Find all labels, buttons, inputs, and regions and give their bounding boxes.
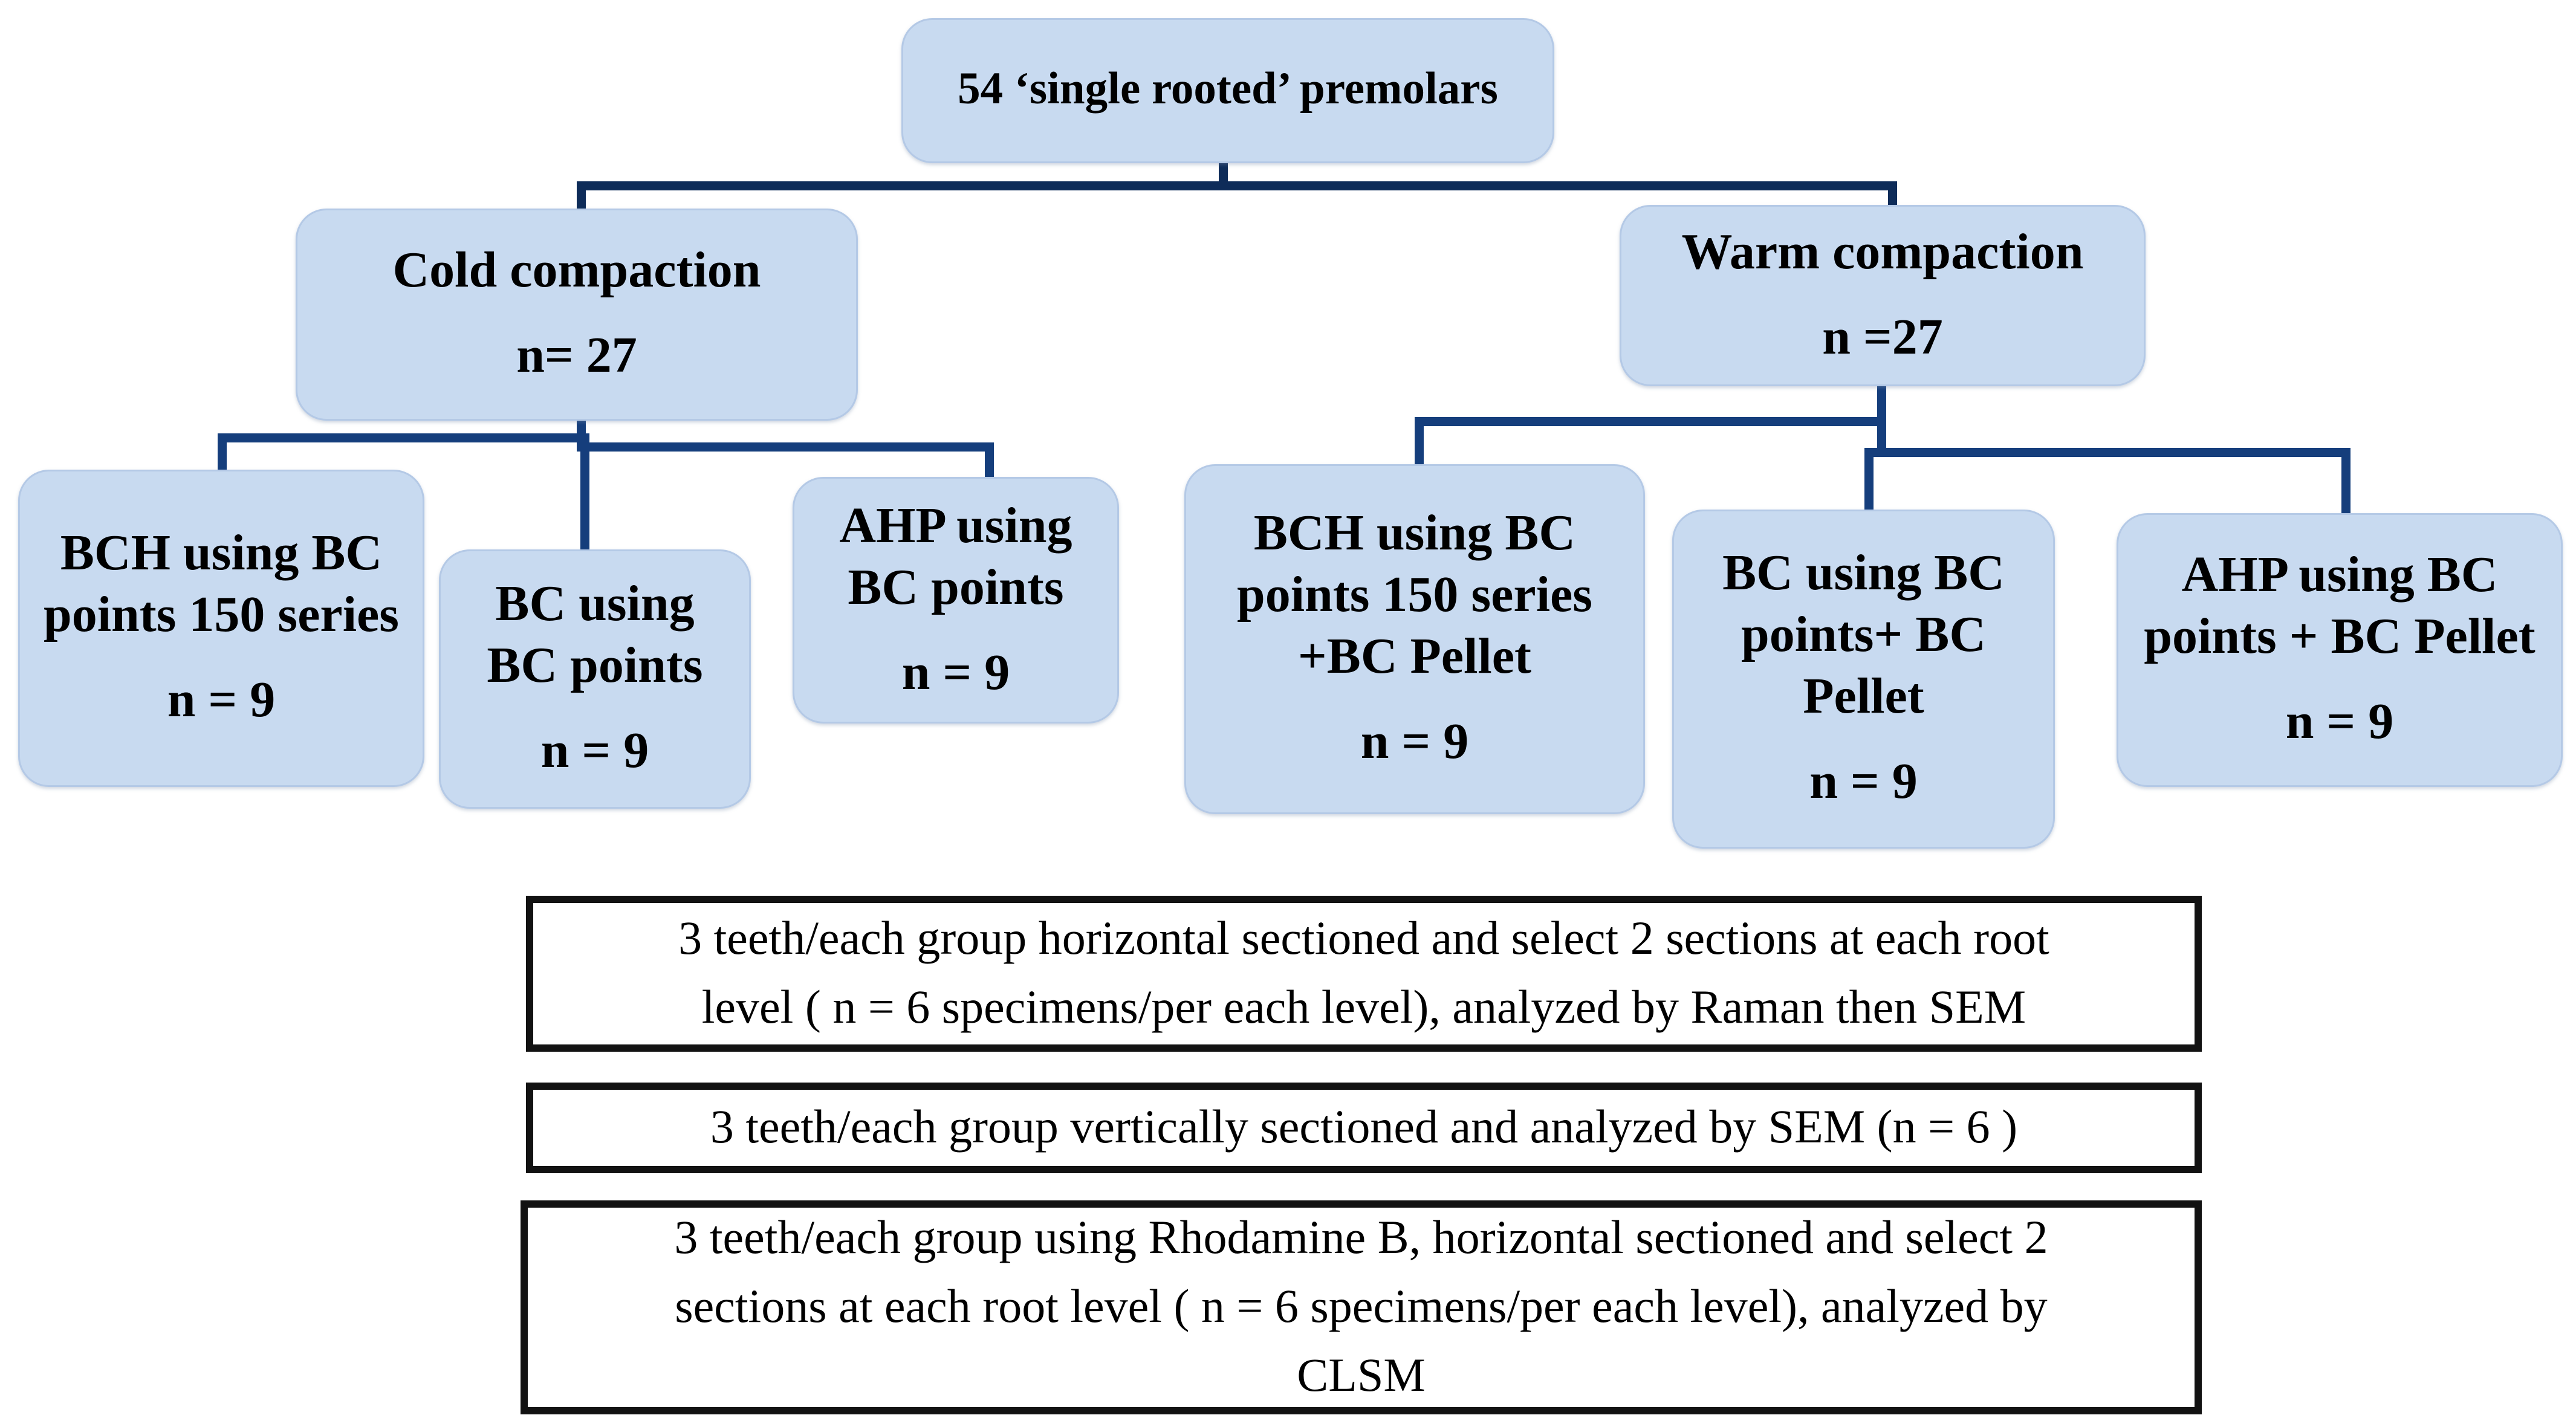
connector-cold-horizontal-left [218,433,586,442]
node-total-premolars-label: 54 ‘single rooted’ premolars [958,65,1498,114]
node-cold-bc: BC using BC points n = 9 [439,549,751,809]
node-warm-compaction-count: n =27 [1822,309,1943,366]
node-cold-bch: BCH using BC points 150 series n = 9 [18,470,424,787]
node-cold-bch-count: n = 9 [167,673,276,730]
outcome-line: 3 teeth/each group horizontal sectioned … [678,912,2049,965]
connector-warm-tick-2-right [2341,448,2351,513]
node-cold-ahp-label: AHP using BC points [839,497,1072,617]
outcome-line: 3 teeth/each group vertically sectioned … [710,1101,2018,1153]
outcome-line: level ( n = 6 specimens/per each level),… [701,981,2026,1034]
connector-cold-tick-left [218,433,227,470]
connector-root-tick-right [1888,181,1897,207]
node-warm-compaction: Warm compaction n =27 [1620,205,2146,386]
connector-warm-horizontal-1 [1415,417,1886,426]
node-cold-ahp-count: n = 9 [901,645,1010,702]
node-warm-bc-pellet-count: n = 9 [1809,755,1918,812]
connector-root-horizontal [577,181,1897,190]
outcome-line: sections at each root level ( n = 6 spec… [675,1280,2048,1333]
connector-warm-tick-2-left [1864,448,1874,510]
connector-warm-tick-1 [1415,417,1424,464]
node-warm-bch-pellet-label: BCH using BC points 150 series +BC Pelle… [1237,505,1592,686]
outcome-line: CLSM [1297,1349,1426,1402]
connector-cold-vertical-middle [580,433,589,549]
node-warm-bc-pellet: BC using BC points+ BC Pellet n = 9 [1672,510,2055,849]
node-warm-ahp-pellet-label: AHP using BC points + BC Pellet [2144,548,2535,666]
node-warm-ahp-pellet: AHP using BC points + BC Pellet n = 9 [2117,513,2563,787]
node-warm-bc-pellet-label: BC using BC points+ BC Pellet [1722,545,2005,726]
node-cold-bc-count: n = 9 [540,724,649,781]
outcome-box-raman-sem: 3 teeth/each group horizontal sectioned … [526,896,2202,1052]
node-warm-bch-pellet-count: n = 9 [1360,715,1469,772]
outcome-box-clsm: 3 teeth/each group using Rhodamine B, ho… [521,1200,2202,1414]
node-warm-compaction-label: Warm compaction [1681,224,2084,280]
node-warm-ahp-pellet-count: n = 9 [2285,695,2394,752]
node-cold-compaction-label: Cold compaction [392,243,761,300]
outcome-box-sem: 3 teeth/each group vertically sectioned … [526,1083,2202,1173]
node-cold-bc-label: BC using BC points [487,577,703,695]
node-cold-ahp: AHP using BC points n = 9 [793,477,1119,724]
node-cold-bch-label: BCH using BC points 150 series [44,526,399,644]
outcome-line: 3 teeth/each group using Rhodamine B, ho… [674,1211,2048,1264]
connector-warm-horizontal-2 [1864,448,2351,457]
node-total-premolars: 54 ‘single rooted’ premolars [901,18,1554,163]
connector-cold-tick-right [985,442,994,477]
connector-cold-horizontal-right [577,442,994,452]
node-cold-compaction-count: n= 27 [516,328,637,385]
connector-root-tick-left [577,181,586,210]
node-cold-compaction: Cold compaction n= 27 [296,209,858,421]
connector-root-stub [1219,160,1228,185]
node-warm-bch-pellet: BCH using BC points 150 series +BC Pelle… [1184,464,1645,814]
